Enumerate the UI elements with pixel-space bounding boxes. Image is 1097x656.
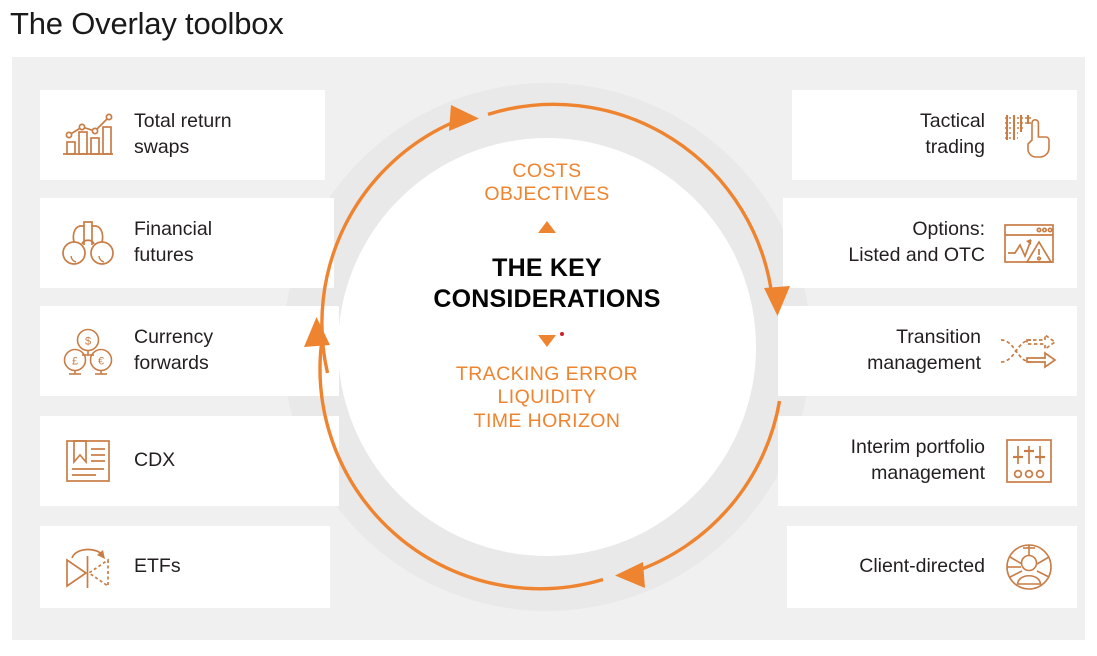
binoculars-icon	[60, 218, 116, 268]
hand-pointer-data-icon	[1001, 110, 1057, 160]
toolbox-item-etfs[interactable]: ETFs	[40, 526, 330, 608]
crossing-arrows-icon	[997, 326, 1057, 376]
cycle-inputs: COSTS OBJECTIVES	[484, 160, 610, 206]
toolbox-item-client-directed[interactable]: Client-directed	[787, 526, 1077, 608]
red-dot-accent	[560, 331, 564, 336]
toolbox-item-cdx[interactable]: CDX	[40, 416, 339, 506]
toolbox-item-interim-portfolio-management[interactable]: Interim portfolio management	[778, 416, 1077, 506]
browser-chart-warning-icon	[1001, 218, 1057, 268]
toolbox-item-label: Options: Listed and OTC	[848, 218, 985, 266]
currency-coins-icon: $ £ €	[60, 326, 116, 376]
toolbox-item-label: Transition management	[867, 326, 981, 374]
toolbox-item-label: ETFs	[134, 555, 181, 578]
toolbox-item-label: Tactical trading	[919, 110, 985, 158]
toolbox-item-financial-futures[interactable]: Financial futures	[40, 198, 334, 288]
key-considerations-title: THE KEY CONSIDERATIONS	[433, 253, 661, 313]
toolbox-item-label: Currency forwards	[134, 326, 214, 374]
equalizer-sliders-icon	[1001, 436, 1057, 486]
cycle-outputs: TRACKING ERROR LIQUIDITY TIME HORIZON	[455, 362, 639, 432]
page-title: The Overlay toolbox	[10, 6, 284, 41]
bar-chart-trend-icon	[60, 110, 116, 160]
toolbox-item-transition-management[interactable]: Transition management	[778, 306, 1077, 396]
toolbox-item-options[interactable]: Options: Listed and OTC	[783, 198, 1077, 288]
toolbox-item-label: CDX	[134, 449, 176, 472]
toolbox-item-tactical-trading[interactable]: Tactical trading	[792, 90, 1077, 180]
svg-text:$: $	[85, 336, 91, 348]
exchange-arrows-icon	[60, 542, 116, 592]
svg-text:£: £	[72, 356, 78, 368]
toolbox-item-label: Interim portfolio management	[850, 436, 985, 484]
centre-content: COSTS OBJECTIVES THE KEY CONSIDERATIONS …	[397, 160, 697, 433]
toolbox-item-currency-forwards[interactable]: $ £ € Currency forwards	[40, 306, 339, 396]
triangle-up-icon	[538, 220, 556, 233]
toolbox-item-label: Client-directed	[859, 555, 985, 578]
toolbox-item-total-return-swaps[interactable]: Total return swaps	[40, 90, 325, 180]
triangle-down-icon	[538, 334, 556, 347]
toolbox-item-label: Total return swaps	[134, 110, 232, 158]
svg-text:€: €	[98, 356, 104, 368]
person-target-icon	[1001, 542, 1057, 592]
document-bookmark-icon	[60, 436, 116, 486]
toolbox-item-label: Financial futures	[134, 218, 213, 266]
